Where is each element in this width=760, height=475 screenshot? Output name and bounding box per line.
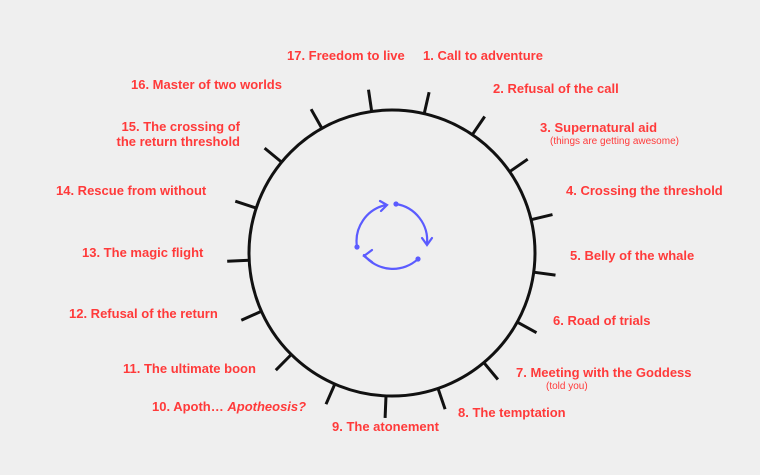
stage-label-15-line2: the return threshold [116, 134, 240, 149]
stage-label-17: 17. Freedom to live [287, 48, 405, 63]
stage-label-1: 1. Call to adventure [423, 48, 543, 63]
stage-tick-7 [482, 361, 500, 381]
cycle-dot-1 [393, 201, 399, 207]
stage-tick-1 [422, 91, 431, 115]
stage-tick-13 [227, 258, 250, 263]
stage-label-10-text: 10. Apoth… [152, 399, 228, 414]
stage-label-5: 5. Belly of the whale [570, 248, 695, 263]
cycle-arc-left [355, 203, 388, 249]
stage-label-7: 7. Meeting with the Goddess (told you) [516, 365, 692, 393]
wheel-circle [247, 108, 537, 398]
stage-tick-5 [533, 270, 556, 277]
cycle-arrowhead-3 [378, 199, 389, 213]
cycle-arrows-icon [354, 199, 434, 270]
stage-ticks [227, 89, 556, 418]
cycle-arrowhead-2 [362, 248, 374, 264]
stage-label-2: 2. Refusal of the call [493, 81, 619, 96]
stage-tick-4 [530, 213, 553, 222]
cycle-arc-top [394, 202, 429, 246]
stage-label-4: 4. Crossing the threshold [566, 183, 723, 198]
cycle-arrowhead-1 [420, 236, 434, 247]
stage-tick-16 [309, 108, 324, 130]
stage-tick-2 [471, 115, 486, 136]
stage-tick-12 [240, 309, 263, 322]
stage-tick-14 [234, 199, 257, 210]
stage-label-10-italic: Apotheosis? [227, 399, 307, 414]
stage-tick-17 [367, 89, 374, 112]
stage-label-9: 9. The atonement [332, 419, 439, 434]
stage-label-13: 13. The magic flight [82, 245, 204, 260]
stage-label-7-text: 7. Meeting with the Goddess [516, 365, 692, 380]
stage-tick-9 [383, 395, 388, 418]
stage-label-16: 16. Master of two worlds [131, 77, 282, 92]
stage-label-15-line1: 15. The crossing of [121, 119, 240, 134]
stage-tick-3 [508, 157, 529, 173]
cycle-dot-2 [415, 256, 421, 262]
stage-label-6: 6. Road of trials [553, 313, 651, 328]
stage-tick-15 [263, 146, 283, 164]
stage-label-14: 14. Rescue from without [56, 183, 207, 198]
stage-label-3: 3. Supernatural aid (things are getting … [540, 120, 679, 148]
stage-tick-8 [436, 387, 447, 410]
stage-label-7-note: (told you) [546, 381, 588, 392]
stage-label-3-text: 3. Supernatural aid [540, 120, 658, 135]
cycle-dot-3 [354, 244, 360, 250]
stage-label-3-note: (things are getting awesome) [550, 136, 679, 147]
stage-label-11: 11. The ultimate boon [123, 361, 256, 376]
stage-tick-6 [516, 320, 538, 335]
stage-label-12: 12. Refusal of the return [69, 306, 218, 321]
stage-label-10: 10. Apoth… Apotheosis? [152, 399, 306, 414]
stage-label-15: 15. The crossing of the return threshold [104, 119, 240, 149]
stage-tick-11 [274, 353, 293, 372]
stage-label-8: 8. The temptation [458, 405, 566, 420]
stage-tick-10 [324, 383, 337, 405]
